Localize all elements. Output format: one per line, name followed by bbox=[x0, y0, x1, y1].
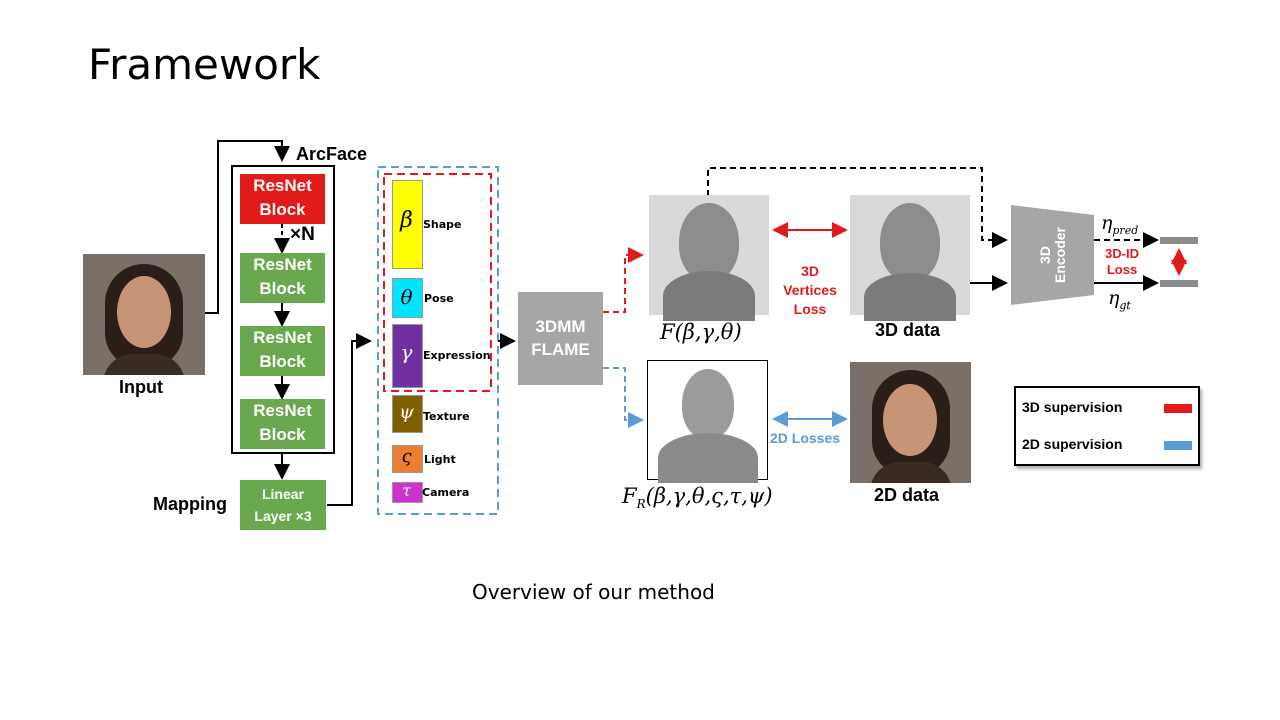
vertices-loss-text-1: 3D bbox=[801, 263, 819, 279]
param-camera-symbol: τ bbox=[402, 481, 411, 500]
rendered-formula-args: (β,γ,θ,ς,τ,ψ) bbox=[645, 484, 773, 508]
encoder-text-2: Encoder bbox=[1052, 227, 1068, 284]
eta-pred-symbol: η bbox=[1101, 212, 1113, 234]
flame-block: 3DMM FLAME bbox=[518, 292, 603, 385]
rendered-image bbox=[647, 360, 768, 483]
block-text-1: ResNet bbox=[253, 176, 312, 195]
eta-gt-sub: gt bbox=[1119, 298, 1131, 312]
param-texture-symbol: ψ bbox=[399, 401, 414, 423]
param-texture-box bbox=[392, 395, 423, 433]
vertices-loss-label: 3D Vertices Loss bbox=[776, 262, 844, 319]
encoder-shape bbox=[1011, 205, 1094, 305]
param-expression-symbol: γ bbox=[400, 340, 413, 364]
gt-embedding-bar bbox=[1160, 280, 1198, 287]
arrow-linear-to-params bbox=[327, 333, 372, 506]
arrow-flame-to-mesh bbox=[603, 247, 644, 313]
figure-caption: Overview of our method bbox=[472, 580, 715, 604]
encoder-text-1: 3D bbox=[1037, 246, 1053, 264]
param-light-box bbox=[392, 445, 423, 473]
param-camera-box bbox=[392, 482, 423, 503]
param-pose-box bbox=[392, 278, 423, 318]
resnet-block-1: ResNet Block bbox=[240, 174, 325, 224]
arcface-label: ArcFace bbox=[296, 144, 368, 164]
resnet-block-4: ResNet Block bbox=[240, 399, 325, 449]
resnet-block-2: ResNet Block bbox=[240, 253, 325, 303]
flame-text-1: 3DMM bbox=[535, 317, 586, 336]
param-light-symbol: ς bbox=[401, 446, 412, 467]
id-loss-text-2: Loss bbox=[1106, 262, 1138, 277]
data2d-face-photo bbox=[850, 362, 971, 483]
param-pose-label: Pose bbox=[424, 292, 454, 305]
linear-layer-block: Linear Layer ×3 bbox=[240, 480, 326, 530]
mapping-label: Mapping bbox=[153, 494, 227, 514]
linear-text-2: Layer ×3 bbox=[254, 508, 312, 524]
eta-pred-label: ηpred bbox=[1101, 212, 1138, 237]
block-text-2: Block bbox=[259, 352, 306, 371]
block-text-1: ResNet bbox=[253, 401, 312, 420]
eta-pred-sub: pred bbox=[1112, 223, 1139, 237]
legend-swatch-2d bbox=[1164, 441, 1192, 450]
rendered-formula-f: F bbox=[622, 484, 637, 508]
param-shape-label: Shape bbox=[423, 218, 462, 231]
predicted-mesh-image bbox=[649, 195, 769, 321]
arrow-mesh-to-encoder bbox=[707, 167, 1008, 248]
resnet-block-3: ResNet Block bbox=[240, 326, 325, 376]
legend-label-2d: 2D supervision bbox=[1022, 436, 1123, 452]
param-shape-symbol: β bbox=[400, 208, 413, 233]
param-light-label: Light bbox=[424, 453, 456, 466]
id-loss-text-1: 3D-ID bbox=[1105, 246, 1139, 261]
param-expression-label: Expression bbox=[423, 349, 491, 362]
id-loss-label: 3D-ID Loss bbox=[1098, 246, 1146, 278]
arrow-input-to-arcface bbox=[205, 140, 290, 314]
repeat-n-label: ×N bbox=[290, 224, 315, 245]
param-pose-symbol: θ bbox=[400, 285, 413, 309]
legend-label-3d: 3D supervision bbox=[1022, 399, 1123, 415]
input-label: Input bbox=[119, 377, 163, 397]
eta-gt-label: ηgt bbox=[1108, 287, 1131, 312]
legend-swatch-3d bbox=[1164, 404, 1192, 413]
ground-truth-mesh-image bbox=[850, 195, 970, 321]
rendered-formula: FR(β,γ,θ,ς,τ,ψ) bbox=[622, 484, 773, 511]
block-text-1: ResNet bbox=[253, 255, 312, 274]
linear-text-1: Linear bbox=[261, 486, 304, 502]
eta-gt-symbol: η bbox=[1108, 287, 1120, 309]
arrow-flame-to-render bbox=[603, 367, 644, 428]
rendered-formula-sub: R bbox=[636, 497, 646, 512]
block-text-2: Block bbox=[259, 425, 306, 444]
param-shape-box bbox=[392, 180, 423, 269]
pred-embedding-bar bbox=[1160, 237, 1198, 244]
param-camera-label: Camera bbox=[422, 486, 470, 499]
block-text-1: ResNet bbox=[253, 328, 312, 347]
block-text-2: Block bbox=[259, 200, 306, 219]
slide-title: Framework bbox=[88, 40, 321, 89]
input-face-photo bbox=[83, 254, 205, 375]
params-red-frame bbox=[383, 173, 492, 392]
data3d-label: 3D data bbox=[875, 320, 941, 340]
supervision-legend: 3D supervision 2D supervision bbox=[1014, 386, 1200, 466]
vertices-loss-text-3: Loss bbox=[793, 301, 827, 317]
losses2d-label: 2D Losses bbox=[770, 430, 841, 446]
data2d-label: 2D data bbox=[874, 485, 940, 505]
vertices-loss-text-2: Vertices bbox=[783, 282, 837, 298]
encoder-label: 3D Encoder bbox=[1037, 224, 1068, 286]
flame-text-2: FLAME bbox=[531, 340, 590, 359]
block-text-2: Block bbox=[259, 279, 306, 298]
predicted-mesh-formula: F(β,γ,θ) bbox=[660, 320, 742, 344]
param-expression-box bbox=[392, 324, 423, 388]
param-texture-label: Texture bbox=[423, 410, 470, 423]
